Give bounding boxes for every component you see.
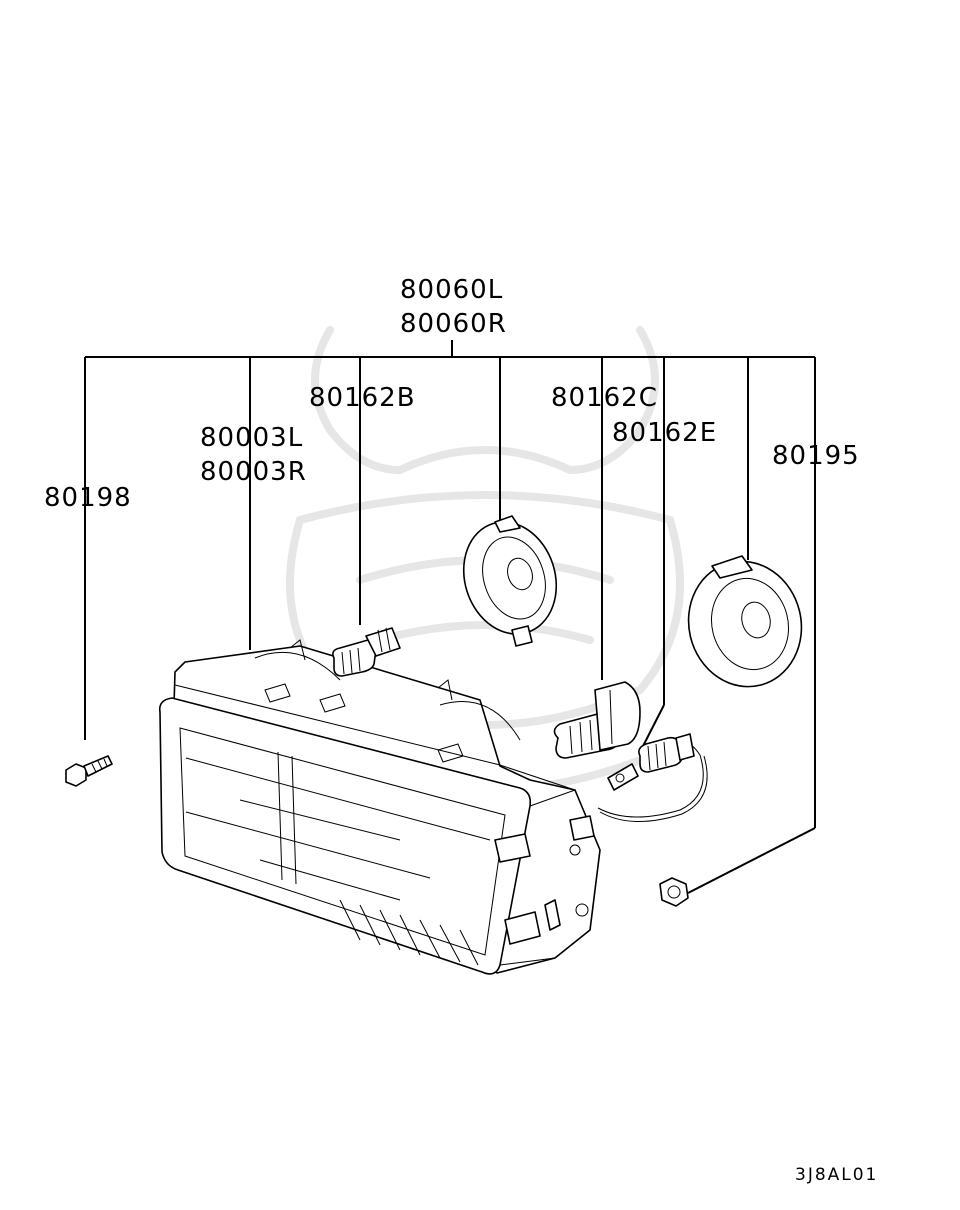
label-80162E: 80162E <box>612 418 717 448</box>
bulb-c-part <box>553 681 641 759</box>
label-80162B: 80162B <box>309 383 416 413</box>
label-80003R: 80003R <box>200 457 307 487</box>
label-80060R: 80060R <box>400 309 507 339</box>
label-80003L: 80003L <box>200 423 303 453</box>
nut-part <box>659 877 689 907</box>
bulb-e-part <box>607 733 695 791</box>
bulb-b-part <box>332 627 401 677</box>
reflector-left-part <box>462 515 558 647</box>
label-80198: 80198 <box>44 483 132 513</box>
label-80060L: 80060L <box>400 275 503 305</box>
label-80195: 80195 <box>772 441 860 471</box>
label-80162C: 80162C <box>551 383 658 413</box>
headlamp-unit <box>158 639 601 975</box>
drawing-code: 3J8AL01 <box>795 1165 878 1185</box>
screw-part <box>65 755 113 787</box>
leader-lines <box>84 340 816 894</box>
reflector-right-part <box>687 555 803 688</box>
part-labels: 80060L 80060R 80162B 80162C 80162E 80003… <box>44 275 878 1185</box>
